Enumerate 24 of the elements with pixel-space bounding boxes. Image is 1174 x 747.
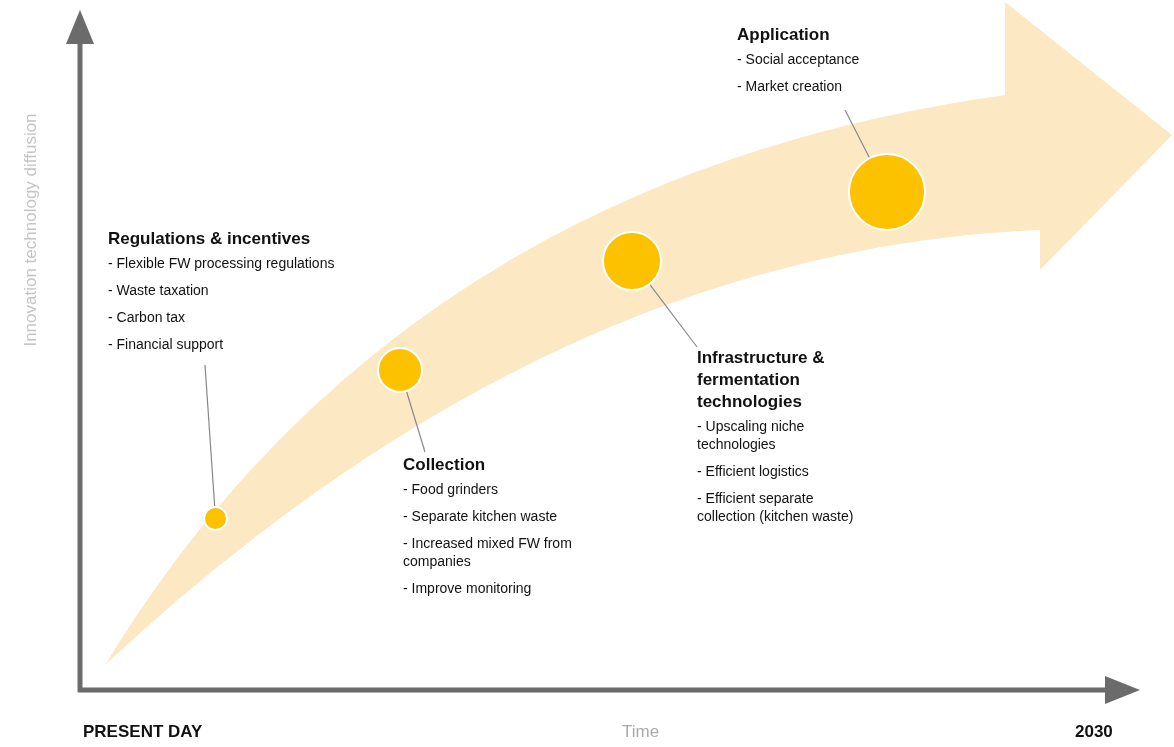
axis-title: Innovation technology diffusion bbox=[20, 113, 41, 347]
heading: Regulations & incentives bbox=[108, 228, 312, 250]
bullet-item: - Waste taxation bbox=[108, 281, 210, 299]
axis-title: Time bbox=[622, 722, 660, 742]
axis-end-label: 2030 bbox=[1075, 722, 1113, 742]
heading: Infrastructure & fermentation technologies bbox=[697, 347, 826, 413]
leader-line bbox=[649, 284, 698, 348]
heading: Collection bbox=[403, 454, 487, 476]
bullet-item: - Flexible FW processing regulations bbox=[108, 254, 336, 272]
bullet-item: - Market creation bbox=[737, 77, 844, 95]
bullet-item: - Improve monitoring bbox=[403, 579, 533, 597]
bullet-item: - Carbon tax bbox=[108, 308, 187, 326]
heading: Application bbox=[737, 24, 831, 46]
axis-start-label: PRESENT DAY bbox=[83, 722, 203, 742]
bullet-item: - Financial support bbox=[108, 335, 225, 353]
bullet-item: - Upscaling niche technologies bbox=[697, 417, 806, 453]
bullet-item: - Food grinders bbox=[403, 480, 499, 498]
leader-line bbox=[406, 391, 426, 453]
bullet-item: - Social acceptance bbox=[737, 50, 861, 68]
bullet-item: - Efficient separate collection (kitchen waste) bbox=[697, 489, 855, 525]
bullet-item: - Separate kitchen waste bbox=[403, 507, 559, 525]
leader-line bbox=[204, 364, 216, 507]
bullet-item: - Efficient logistics bbox=[697, 462, 810, 480]
bullet-item: - Increased mixed FW from companies bbox=[403, 534, 573, 570]
